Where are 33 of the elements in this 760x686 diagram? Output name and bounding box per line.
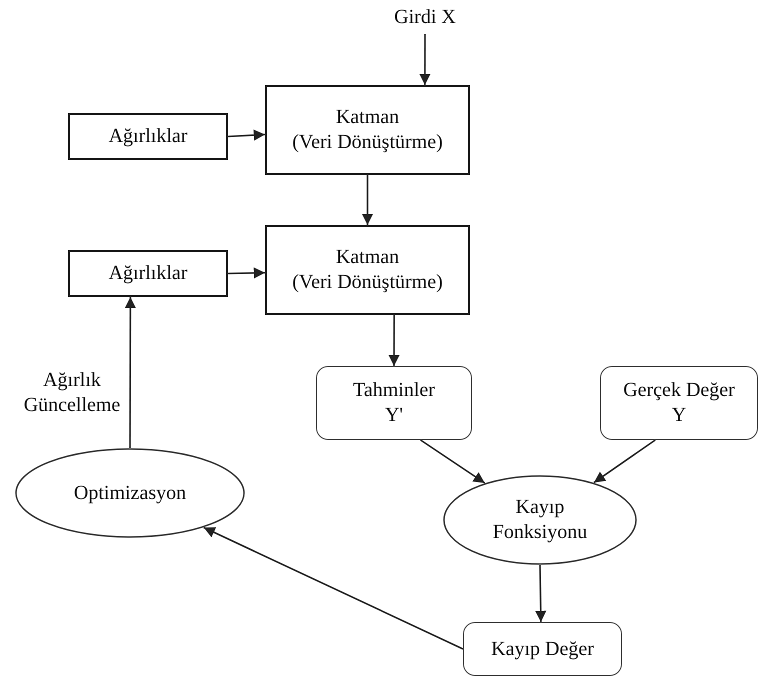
predictions-box [316,366,472,440]
arrow [124,297,136,448]
node-text: (Veri Dönüştürme) [292,130,443,155]
arrow [388,315,400,366]
arrow [228,130,266,141]
node-text: (Veri Dönüştürme) [292,270,443,295]
node-text: Ağırlıklar [108,261,188,286]
arrow [419,34,431,85]
node-text: Katman [336,105,400,130]
node-text: Gerçek Değer [623,378,735,403]
node-text: Kayıp Fonksiyonu [492,495,588,545]
arrow [203,526,464,650]
node-text: Optimizasyon [74,480,186,506]
arrow [362,175,374,225]
node-text: Y [672,403,686,428]
node-text: Ağırlıklar [108,124,188,149]
node-text: Y' [384,403,404,428]
actual-value-box [600,366,758,440]
layer-box [265,225,470,315]
arrow [593,439,656,484]
loss-function-ellipse [443,475,637,565]
arrow [535,564,546,622]
arrow [228,267,266,279]
node-text: Kayıp Değer [491,636,594,662]
loss-value-box [463,622,622,676]
node-text: Katman [336,245,400,270]
weights-box [68,113,228,160]
layer-box [265,85,470,175]
node-text: Tahminler [353,378,435,403]
weights-box [68,250,228,297]
optimization-ellipse [15,448,245,538]
input-label: Girdi X [394,4,456,30]
arrow [420,439,486,484]
